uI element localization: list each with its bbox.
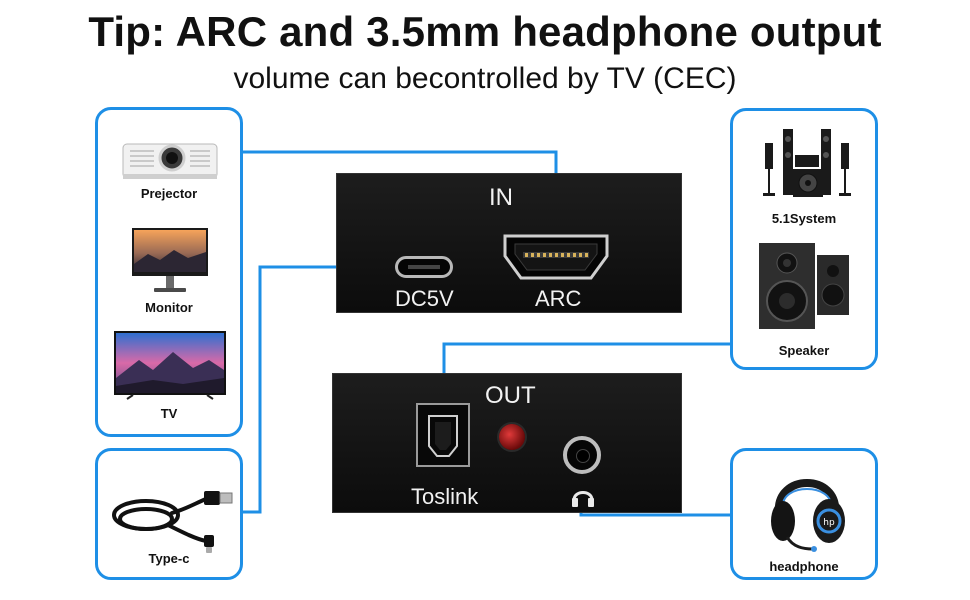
device-label-projector: Prejector [140,186,198,201]
out-panel: OUT Toslink [332,373,682,513]
surround-system-icon [763,129,851,197]
dc5v-label: DC5V [395,286,454,311]
toslink-port-icon [416,403,470,467]
tv-icon [114,331,226,400]
headphone-icon: hp [771,479,845,552]
speaker-icon [759,243,849,329]
hdmi-arc-port-icon [503,234,609,280]
in-panel: IN DC5V ARC [336,173,682,313]
device-label-monitor: Monitor [145,300,193,315]
page-title: Tip: ARC and 3.5mm headphone output [88,8,882,55]
device-label-type-c: Type-c [148,551,190,566]
output-devices-box: 5.1System Speaker [730,108,878,370]
in-heading: IN [489,184,513,211]
usb-cable-icon [112,491,233,553]
dc5v-port [395,256,453,278]
device-label-headphone: headphone [769,559,839,574]
cable-box: Type-c [95,448,243,580]
device-label-tv: TV [160,406,178,421]
projector-icon [122,143,218,179]
arc-label: ARC [535,286,582,311]
device-label-5-1-system: 5.1System [771,211,837,226]
headphone-symbol-icon [572,491,594,507]
svg-text:hp: hp [823,518,835,528]
monitor-icon [132,228,208,292]
source-devices-box: Prejector Monitor TV [95,107,243,437]
headphone-jack-icon [563,436,601,474]
page-subtitle: volume can becontrolled by TV (CEC) [233,62,737,95]
wire-cable-to-dc5v [243,265,398,514]
out-heading: OUT [485,382,536,409]
headphone-box: hp headphone [730,448,878,580]
toslink-label: Toslink [411,484,479,509]
status-led-icon [499,424,525,450]
device-label-speaker: Speaker [778,343,830,358]
